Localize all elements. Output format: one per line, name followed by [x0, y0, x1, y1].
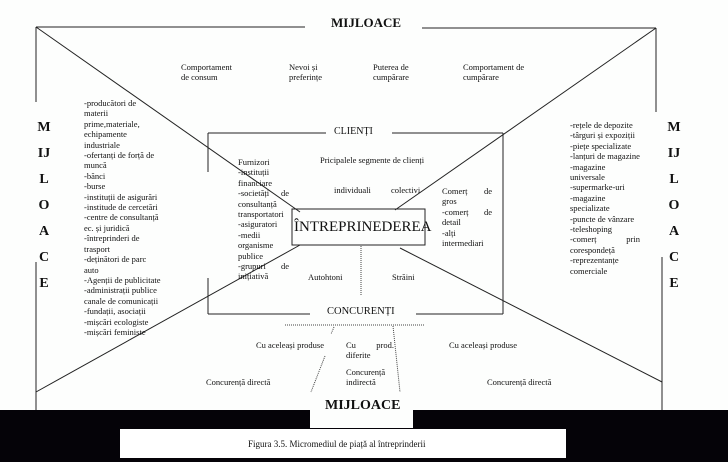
dotted-tick-left [330, 326, 335, 335]
diagonal-bottom-left [35, 244, 301, 393]
list-item: -teleshoping [570, 224, 613, 235]
list-item: -puncte de vânzare [570, 213, 635, 224]
competition-direct-right: Concurență directă [487, 377, 552, 387]
list-item: -administrații publice canale de comunic… [84, 285, 159, 306]
dotted-direct-line [310, 355, 326, 393]
list-item: -alți intermediari [442, 227, 484, 249]
list-item: -piețe specializate [570, 140, 632, 151]
list-item: -bănci [84, 170, 106, 181]
caption-box: Figura 3.5. Micromediul de piață al într… [120, 429, 566, 458]
list-item: -fundații, asociații [84, 306, 146, 317]
list-item: -întreprinderi de trasport [84, 233, 140, 254]
list-item: -comerț de detail [442, 206, 492, 228]
list-item: -Agenții de publicitate [84, 274, 161, 285]
dotted-indirect-line [392, 325, 401, 393]
list-item: -producători de materii prime,materiale,… [84, 98, 140, 150]
competition-direct-left: Concurență directă [206, 377, 271, 387]
origin-straini: Străini [392, 272, 415, 282]
figure-caption: Figura 3.5. Micromediul de piață al într… [248, 439, 426, 449]
list-item: -instituții financiare [238, 167, 272, 188]
list-item: -comerț prin corespondeță [570, 234, 640, 255]
list-item: -institude de cercetări [84, 202, 158, 213]
list-item: -burse [84, 181, 106, 192]
list-item: -magazine specializate [570, 192, 610, 214]
mijloace-top-title: MIJLOACE [331, 15, 402, 30]
list-item: -rețele de depozite [570, 120, 633, 130]
mijloace-bottom-title: MIJLOACE [325, 398, 401, 413]
list-item: -supermarke-uri [570, 182, 625, 193]
clienti-label: CLIENȚI [334, 126, 373, 137]
list-item: -mișcări feministe [84, 326, 146, 337]
list-item: -târguri și expoziții [570, 130, 635, 141]
segments-title: Pricipalele segmente de clienți [320, 155, 425, 165]
mijloace-right-title: MIJLOACE [667, 120, 681, 291]
diagonal-top-right [394, 27, 657, 211]
segment-individuali: individuali [334, 185, 371, 195]
list-item: -centre de consultanță ec. și juridică [84, 212, 159, 233]
segment-colectivi: colectivi [391, 185, 421, 195]
enterprise-box [291, 208, 426, 246]
list-item: -medii organisme publice [238, 229, 274, 261]
list-item: -ofertanți de forță de muncă [84, 150, 155, 171]
list-item: -deținători de parc auto [84, 254, 147, 275]
list-item: -mișcări ecologiste [84, 316, 149, 327]
list-item: -instituții de asigurări [84, 191, 158, 202]
mijloace-left-title: MIJLOACE [37, 120, 51, 291]
intermediaries-list: Comerț de gros -comerț de detail -alți i… [442, 186, 492, 248]
concurenti-label: CONCURENȚI [327, 306, 395, 317]
right-list: -rețele de depozite -târguri și expoziți… [570, 120, 640, 276]
enterprise-label: ÎNTREPRINEDEREA [294, 219, 432, 235]
list-item: -societăți de consultanță transportatori [238, 188, 289, 220]
list-item: -lanțuri de magazine [570, 151, 640, 162]
list-item: Furnizori [238, 157, 270, 167]
competition-same-left: Cu aceleași produse [256, 340, 324, 350]
competition-same-right: Cu aceleași produse [449, 340, 517, 350]
diagonal-bottom-right [399, 247, 663, 383]
suppliers-list: Furnizori -instituții financiare -societ… [238, 157, 289, 282]
origin-autohtoni: Autohtoni [308, 272, 343, 282]
list-item: -magazine universale [570, 161, 606, 183]
list-item: -grupuri de inițiativă [238, 261, 289, 282]
list-item: Comerț de gros [442, 186, 492, 207]
list-item: -reprezentanțe comerciale [570, 255, 619, 276]
list-item: -asiguratori [238, 219, 278, 230]
left-list: -producători de materii prime,materiale,… [84, 98, 162, 337]
diagonal-top-left [35, 26, 301, 213]
